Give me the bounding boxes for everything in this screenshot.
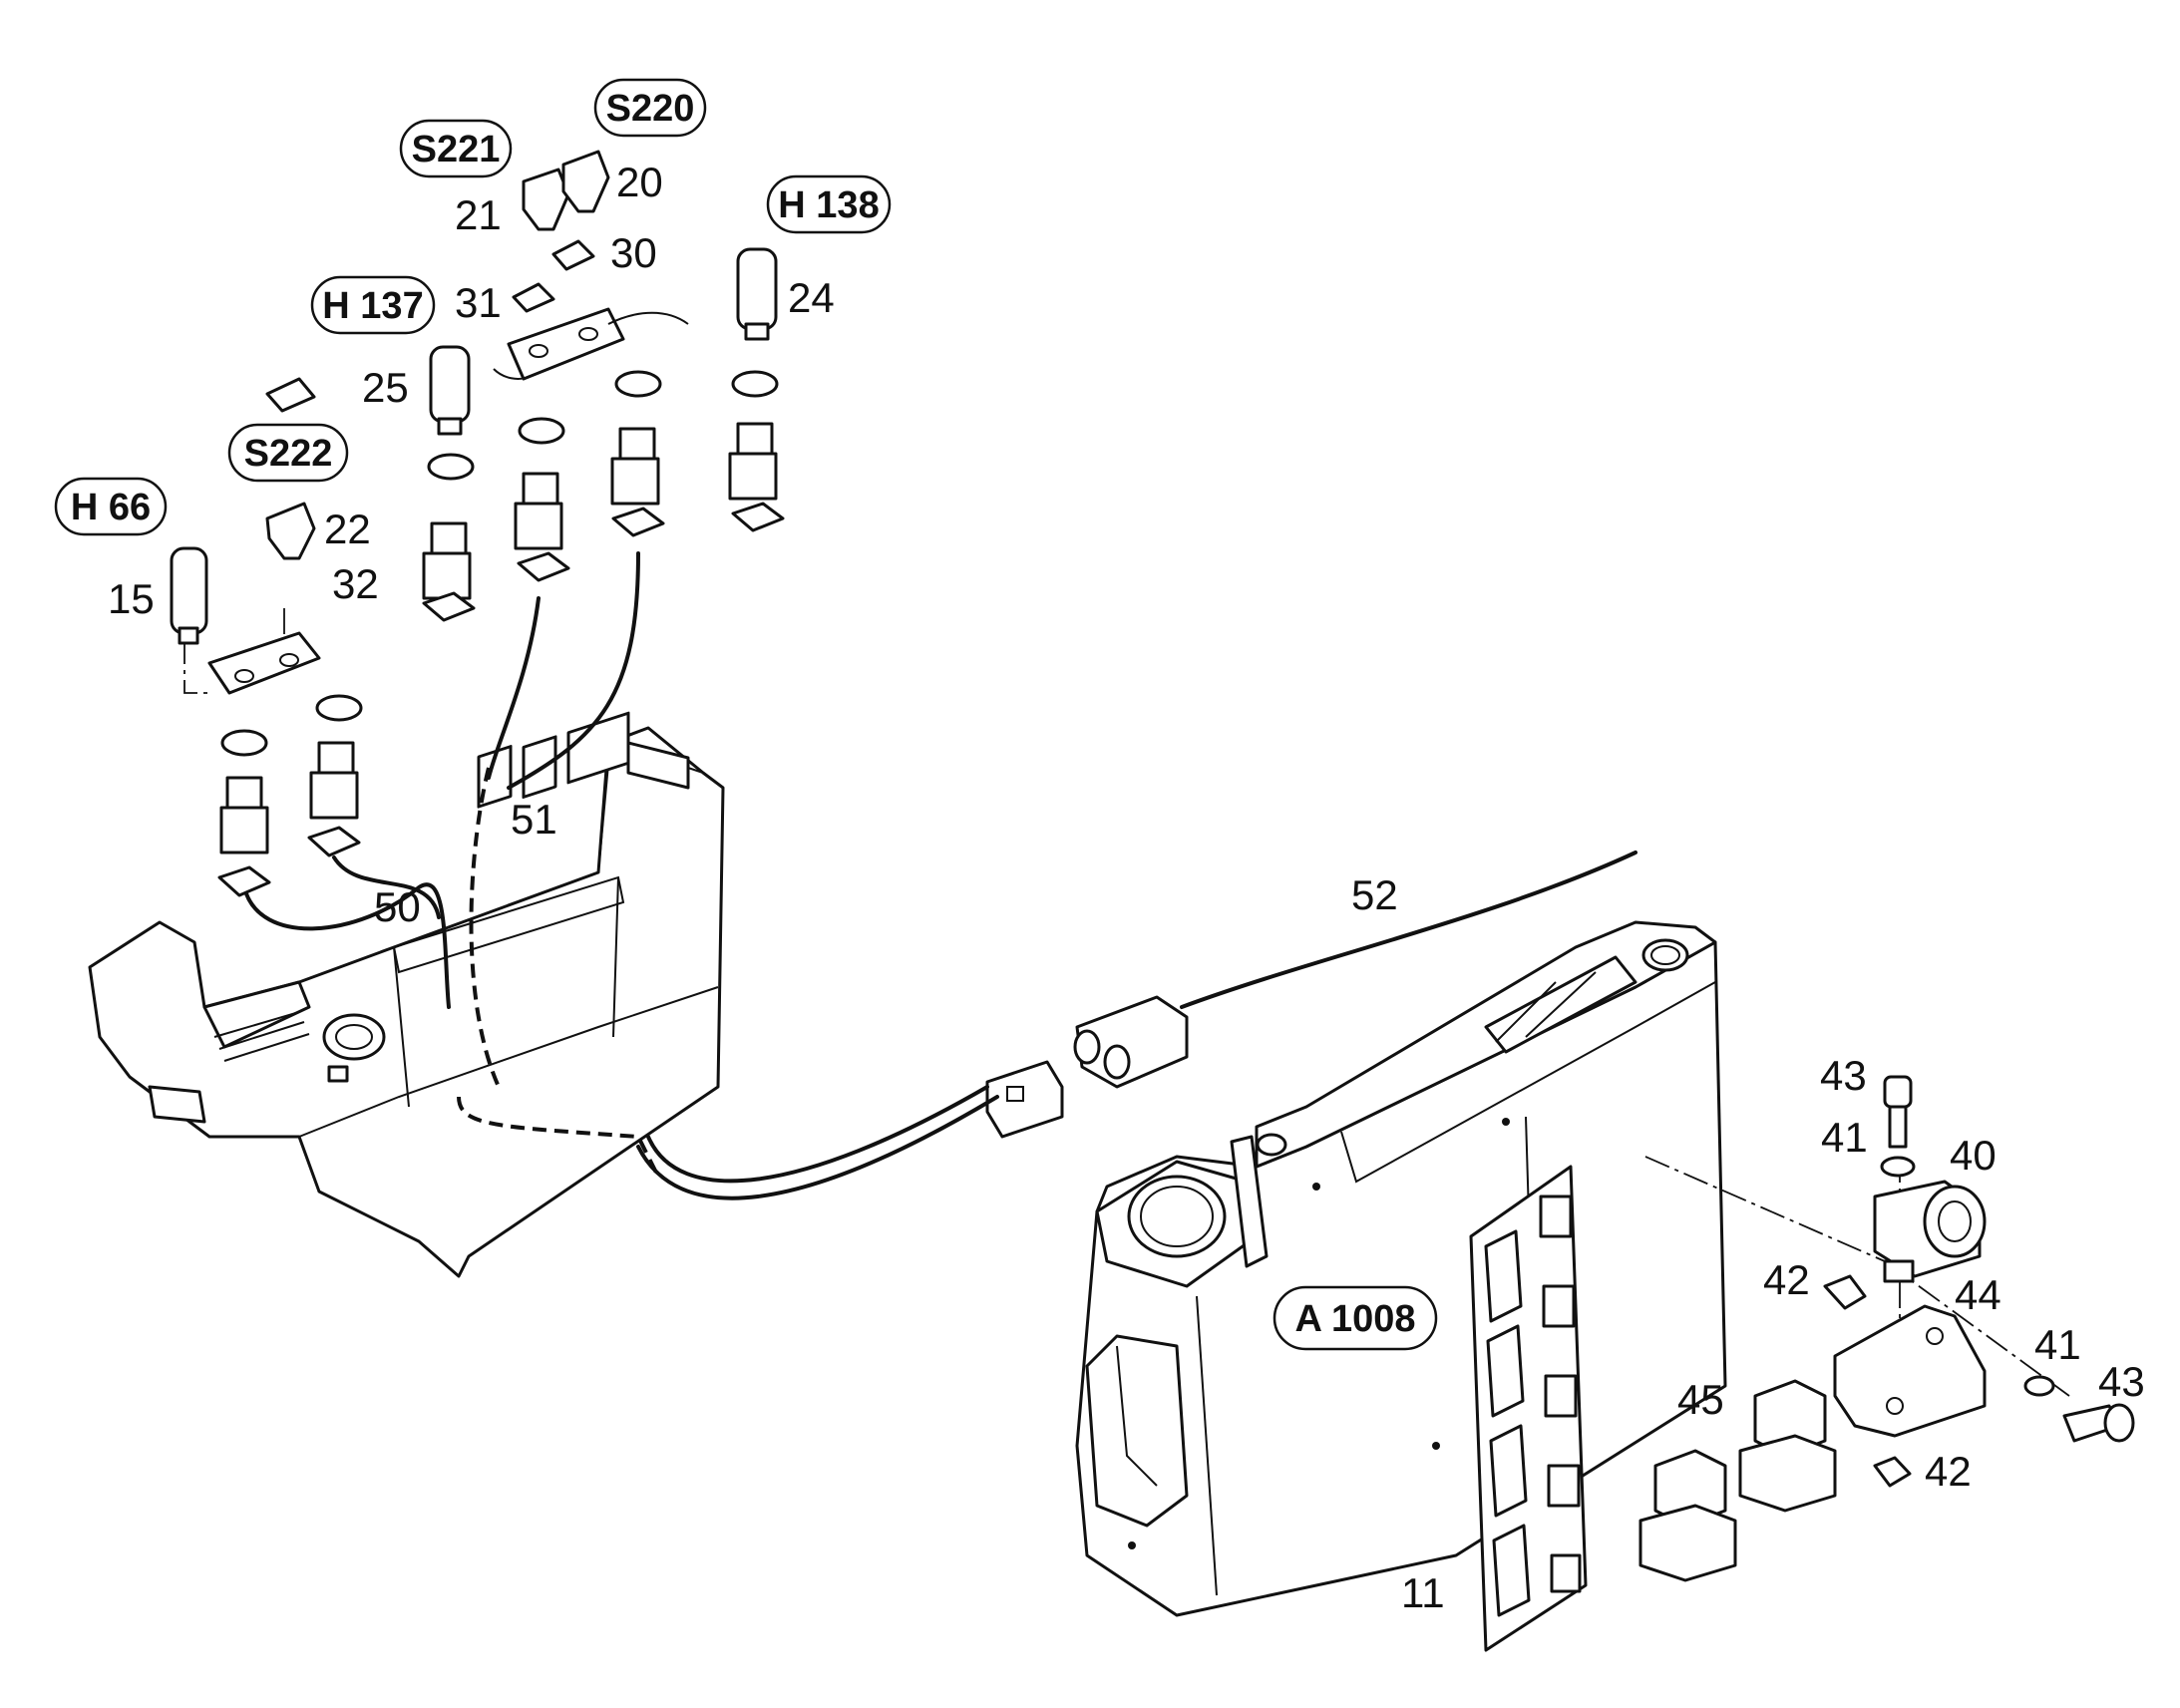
callout-h138: H 138 xyxy=(766,174,892,234)
svg-text:H 66: H 66 xyxy=(71,487,151,528)
label-41-top: 41 xyxy=(1821,1114,1868,1161)
label-11: 11 xyxy=(1401,1569,1445,1616)
label-43-side: 43 xyxy=(2098,1358,2145,1405)
svg-text:S220: S220 xyxy=(606,88,695,130)
wire-51 xyxy=(487,596,541,780)
wire-52 xyxy=(1180,851,1637,1009)
label-43-top: 43 xyxy=(1820,1052,1867,1099)
lamp-h138 xyxy=(736,247,778,341)
svg-text:H 137: H 137 xyxy=(322,285,423,327)
switch-cap-s220 xyxy=(561,150,610,213)
label-plate-32 xyxy=(265,377,316,413)
switch-stack-mid-1 xyxy=(422,453,476,622)
svg-text:S222: S222 xyxy=(244,433,333,475)
switch-cap-s222 xyxy=(265,502,316,560)
nut-42 xyxy=(1823,1274,1867,1310)
wire-main xyxy=(636,1095,999,1200)
label-45: 45 xyxy=(1677,1376,1724,1423)
bracket-44 xyxy=(1833,1304,1987,1438)
switch-stack-mid-2 xyxy=(514,417,570,582)
switch-stack-mid-3 xyxy=(610,370,665,537)
svg-text:A 1008: A 1008 xyxy=(1294,1298,1415,1340)
label-30: 30 xyxy=(610,229,657,276)
console-housing xyxy=(88,711,725,1278)
label-20: 20 xyxy=(616,159,663,205)
washer-top xyxy=(1880,1156,1916,1178)
wire-50 xyxy=(242,882,451,1009)
label-plate-30 xyxy=(551,239,595,271)
console-grille xyxy=(213,1011,310,1062)
label-40: 40 xyxy=(1950,1132,1997,1179)
label-plate-31 xyxy=(512,282,555,313)
callout-a1008: A 1008 xyxy=(1272,1285,1438,1351)
electrical-control-box xyxy=(1075,920,1727,1652)
svg-text:S221: S221 xyxy=(412,129,501,171)
label-42-bottom: 42 xyxy=(1925,1448,1972,1495)
callout-s220: S220 xyxy=(593,78,707,138)
switch-stack-right xyxy=(728,370,785,532)
label-41-side: 41 xyxy=(2034,1321,2081,1368)
lamp-h66 xyxy=(170,546,208,645)
switch-cap-s221 xyxy=(522,168,570,231)
bracket-assembly xyxy=(1644,1075,2135,1488)
label-22: 22 xyxy=(324,506,371,552)
label-42-top: 42 xyxy=(1763,1256,1810,1303)
label-24: 24 xyxy=(788,274,835,321)
connector-center xyxy=(985,1060,1064,1139)
plate-left xyxy=(207,631,321,695)
label-51: 51 xyxy=(511,796,557,843)
nut-42-bottom xyxy=(1873,1456,1912,1488)
plug-52 xyxy=(1073,995,1189,1089)
switch-stack-left-1 xyxy=(217,729,271,897)
label-32: 32 xyxy=(332,560,379,607)
circuit-board xyxy=(1469,1165,1588,1652)
callout-s222: S222 xyxy=(227,423,349,483)
label-15: 15 xyxy=(108,575,155,622)
callout-h137: H 137 xyxy=(310,275,436,335)
label-31: 31 xyxy=(455,279,502,326)
switch-stack-left-2 xyxy=(307,694,363,857)
label-25: 25 xyxy=(362,364,409,411)
wire-hidden xyxy=(457,1096,660,1178)
label-44: 44 xyxy=(1955,1271,2001,1318)
callout-s221: S221 xyxy=(399,119,513,178)
label-50: 50 xyxy=(374,883,421,930)
label-52: 52 xyxy=(1351,871,1398,918)
label-21: 21 xyxy=(455,191,502,238)
relays-45 xyxy=(1638,1379,1837,1582)
plate-top xyxy=(507,307,625,381)
callout-h66: H 66 xyxy=(54,477,168,536)
svg-text:H 138: H 138 xyxy=(778,184,879,226)
bolt-top xyxy=(1883,1075,1913,1109)
lamp-h137 xyxy=(429,345,471,436)
